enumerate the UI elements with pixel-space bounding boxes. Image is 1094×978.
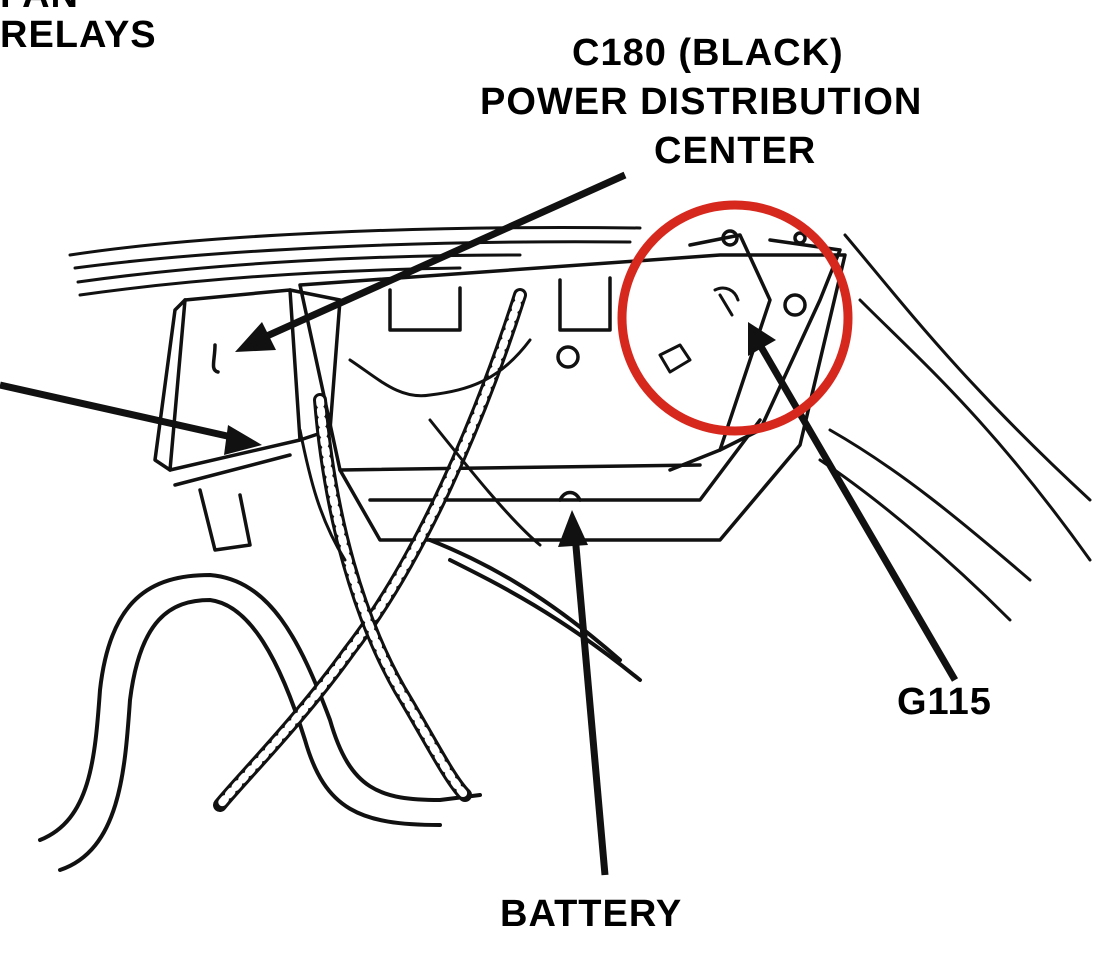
battery-shape bbox=[298, 253, 847, 542]
leader-arrows bbox=[0, 171, 959, 876]
power-distribution-center-shape bbox=[153, 288, 342, 552]
g115-label: G115 bbox=[897, 681, 992, 723]
battery-cables bbox=[213, 288, 542, 812]
g115-highlight-circle bbox=[617, 200, 853, 436]
battery-label: BATTERY bbox=[500, 893, 683, 935]
relays-label: RELAYS bbox=[0, 14, 157, 56]
ground-bolt bbox=[658, 286, 740, 374]
c180-label-line1: C180 (BLACK) bbox=[572, 32, 844, 74]
c180-label-line3: CENTER bbox=[654, 130, 817, 172]
inner-fender bbox=[38, 538, 642, 872]
c180-label-line2: POWER DISTRIBUTION bbox=[480, 81, 923, 123]
battery-bracket bbox=[668, 229, 842, 472]
fender-lines bbox=[68, 225, 1092, 622]
fan-label-partial: FAN bbox=[0, 0, 79, 14]
